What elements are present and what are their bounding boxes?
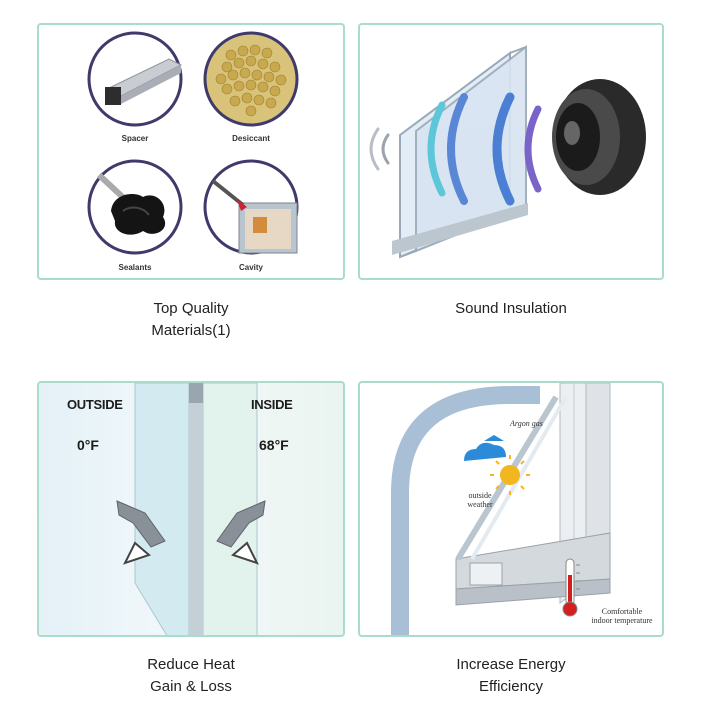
indoor-temp-line2: indoor temperature bbox=[591, 616, 653, 625]
heat-illustration bbox=[39, 383, 343, 635]
spacer-label: Spacer bbox=[121, 134, 149, 143]
heat-arrow-outside bbox=[116, 500, 166, 565]
glass-pane-image bbox=[392, 44, 528, 259]
outside-weather-label: outside weather bbox=[458, 491, 502, 509]
sound-illustration bbox=[369, 44, 646, 259]
heat-caption: Reduce Heat Gain & Loss bbox=[37, 654, 345, 698]
outside-weather-line1: outside bbox=[468, 491, 492, 500]
energy-illustration bbox=[391, 383, 611, 635]
cavity-label: Cavity bbox=[238, 263, 263, 272]
thermometer-icon bbox=[562, 558, 580, 617]
inside-temp: 68°F bbox=[259, 437, 289, 453]
materials-card: Spacer Desiccant Sealants Cavity bbox=[37, 23, 345, 280]
heat-caption-line1: Reduce Heat bbox=[147, 656, 235, 673]
materials-illustration bbox=[87, 31, 299, 255]
sealants-image bbox=[87, 159, 183, 255]
indoor-temp-label: Comfortable indoor temperature bbox=[582, 607, 662, 625]
sound-caption-line1: Sound Insulation bbox=[455, 300, 567, 317]
outside-temp: 0°F bbox=[77, 437, 99, 453]
sealants-label: Sealants bbox=[118, 263, 152, 272]
speaker-icon bbox=[552, 79, 646, 195]
energy-caption-line1: Increase Energy bbox=[456, 656, 566, 673]
weather-icon bbox=[464, 435, 530, 495]
materials-caption: Top Quality Materials(1) bbox=[37, 298, 345, 342]
argon-gas-label: Argon gas bbox=[510, 419, 543, 428]
energy-caption-line2: Efficiency bbox=[479, 678, 543, 695]
outside-weather-line2: weather bbox=[467, 500, 493, 509]
sound-caption: Sound Insulation bbox=[358, 298, 664, 320]
heat-caption-line2: Gain & Loss bbox=[150, 678, 232, 695]
cavity-image bbox=[203, 159, 299, 255]
energy-card: Argon gas outside weather Comfortable in… bbox=[358, 381, 664, 637]
desiccant-image bbox=[203, 31, 299, 127]
sound-waves-image bbox=[369, 92, 542, 206]
glass-pane-image bbox=[134, 383, 258, 635]
desiccant-label: Desiccant bbox=[232, 134, 270, 143]
spacer-image bbox=[87, 31, 183, 127]
sound-card bbox=[358, 23, 664, 280]
energy-caption: Increase Energy Efficiency bbox=[358, 654, 664, 698]
outside-label: OUTSIDE bbox=[67, 397, 123, 412]
heat-card: OUTSIDE INSIDE 0°F 68°F bbox=[37, 381, 345, 637]
window-arch-image bbox=[391, 386, 540, 635]
heat-arrow-inside bbox=[216, 500, 266, 565]
inside-label: INSIDE bbox=[251, 397, 293, 412]
indoor-temp-line1: Comfortable bbox=[601, 607, 643, 616]
materials-caption-line1: Top Quality bbox=[153, 300, 229, 317]
materials-caption-line2: Materials(1) bbox=[151, 322, 231, 339]
